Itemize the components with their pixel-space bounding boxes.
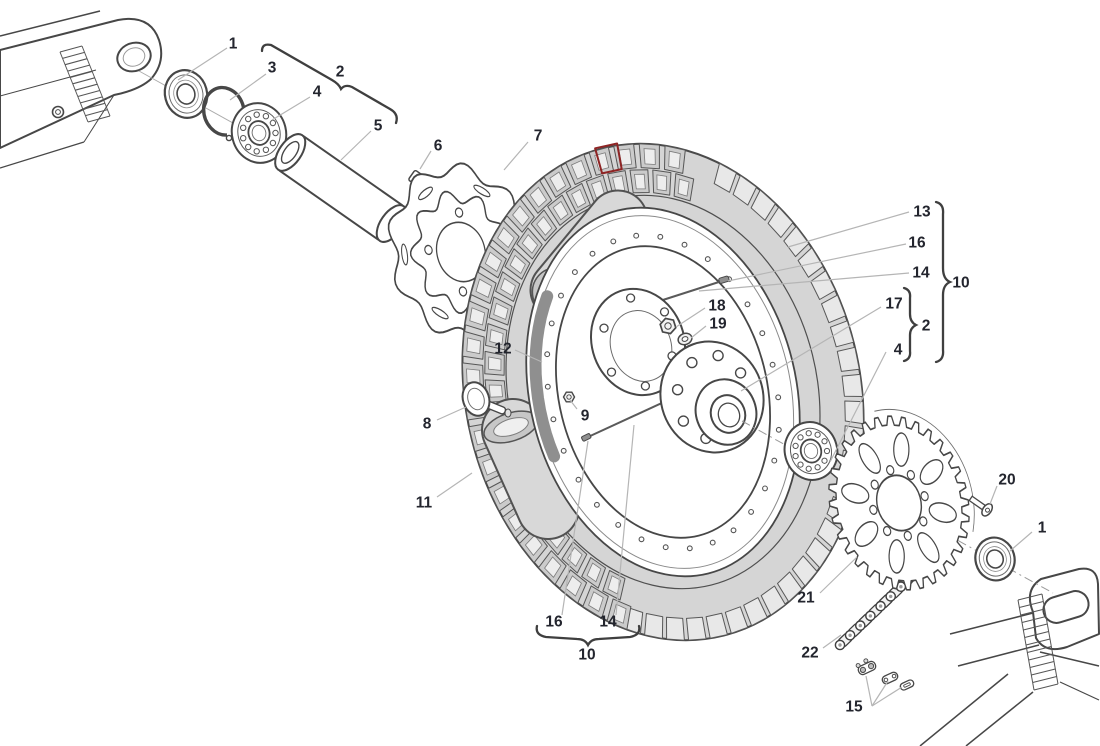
callout-6[interactable]: 6 — [434, 138, 443, 155]
rim-lock — [461, 381, 512, 418]
braces — [260, 43, 953, 648]
callout-13[interactable]: 13 — [913, 204, 931, 221]
axle-seal-left — [163, 69, 209, 119]
wheel-bearing-right — [783, 421, 839, 481]
callout-labels: 1 3 2 4 5 6 7 13 16 14 10 17 2 4 18 19 1… — [229, 36, 1047, 716]
spoke-nipple — [581, 433, 592, 442]
callout-16-right[interactable]: 16 — [908, 235, 926, 252]
hub-nut — [659, 317, 677, 335]
callout-14-right[interactable]: 14 — [912, 265, 930, 282]
callout-10-bottom[interactable]: 10 — [578, 647, 595, 664]
leader-lines — [177, 47, 1033, 707]
sprocket-bolt — [968, 495, 994, 517]
callout-22[interactable]: 22 — [801, 645, 818, 662]
brace-group-2-topleft — [260, 43, 398, 125]
left-swingarm — [0, 10, 163, 169]
callout-1-right[interactable]: 1 — [1038, 520, 1047, 537]
chain-slider-ribs — [1017, 593, 1059, 691]
callout-3[interactable]: 3 — [268, 60, 277, 77]
callout-19[interactable]: 19 — [709, 316, 727, 333]
rim-band — [529, 290, 561, 463]
chain-slider-ribs — [59, 45, 111, 123]
inner-tube-segment-bottom — [481, 398, 580, 540]
rear-sprocket — [828, 408, 975, 591]
callout-18[interactable]: 18 — [708, 298, 726, 315]
callout-14-bottom[interactable]: 14 — [599, 614, 617, 631]
callout-20[interactable]: 20 — [998, 472, 1015, 489]
swingarm-bolt — [51, 105, 65, 119]
spoke-nipple — [718, 275, 730, 284]
callout-17[interactable]: 17 — [885, 296, 902, 313]
wheel — [461, 142, 865, 642]
callout-21[interactable]: 21 — [797, 590, 815, 607]
wheel-bearing-left — [230, 102, 288, 164]
callout-8[interactable]: 8 — [423, 416, 432, 433]
callout-5[interactable]: 5 — [374, 118, 383, 135]
hub-washer — [677, 332, 693, 346]
brace-group-10-bottom — [535, 624, 641, 648]
callout-16-bottom[interactable]: 16 — [545, 614, 563, 631]
callout-9[interactable]: 9 — [581, 408, 590, 425]
callout-10-right[interactable]: 10 — [952, 275, 969, 292]
axle-slot — [1042, 590, 1090, 624]
brace-group-10-right — [934, 200, 953, 364]
callout-7[interactable]: 7 — [534, 128, 543, 145]
brace-group-2-right — [902, 286, 919, 363]
hub — [589, 287, 765, 454]
callout-2-right[interactable]: 2 — [922, 318, 931, 335]
callout-11[interactable]: 11 — [416, 495, 433, 512]
callout-4-right[interactable]: 4 — [894, 342, 903, 359]
drive-chain — [834, 571, 917, 651]
callout-12[interactable]: 12 — [494, 341, 511, 358]
callout-2-top[interactable]: 2 — [336, 64, 345, 81]
callout-4-top[interactable]: 4 — [313, 84, 322, 101]
callout-15[interactable]: 15 — [845, 699, 863, 716]
nipple-nut — [562, 391, 576, 403]
axle-seal-right — [974, 536, 1016, 582]
callout-1-left[interactable]: 1 — [229, 36, 238, 53]
right-swingarm — [919, 567, 1100, 746]
red-tread-mark — [594, 142, 623, 175]
